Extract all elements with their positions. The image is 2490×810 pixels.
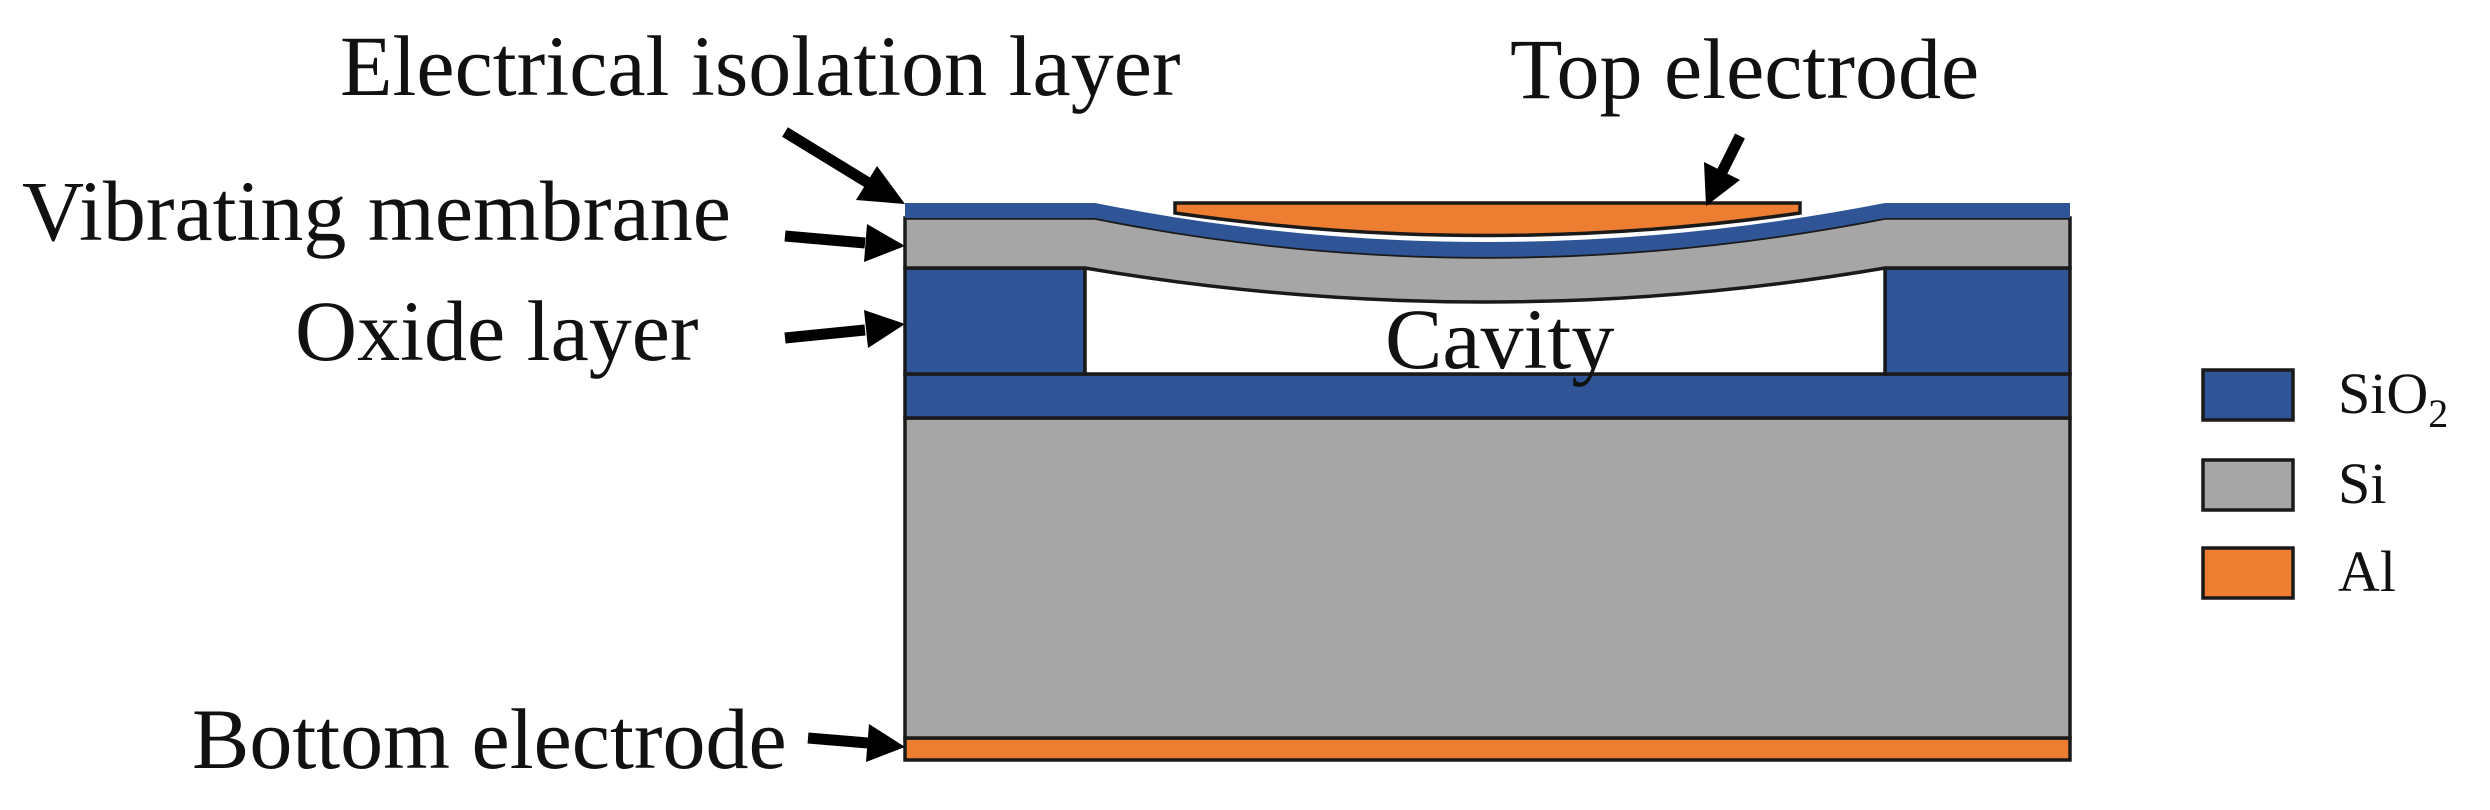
legend-label-si: Si <box>2338 451 2386 516</box>
legend-item-si: Si <box>2201 451 2386 516</box>
oxide-post-right <box>1883 266 2072 376</box>
oxide-post-left <box>903 266 1087 376</box>
top-electrode-layer <box>1173 201 1802 238</box>
legend-item-sio2: SiO2 <box>2201 361 2448 436</box>
bottom-oxide-layer <box>903 372 2072 420</box>
bottom-electrode-label: Bottom electrode <box>192 691 787 787</box>
isolation-layer-label: Electrical isolation layer <box>340 18 1181 114</box>
oxide-layer-arrow-icon <box>784 310 905 348</box>
si-substrate <box>903 416 2072 740</box>
annotation-labels: Electrical isolation layer Top electrode… <box>22 18 1979 787</box>
legend-item-al: Al <box>2201 539 2396 604</box>
sio2-swatch-icon <box>2201 368 2295 422</box>
legend-label-al: Al <box>2338 539 2396 604</box>
si-swatch-icon <box>2201 458 2295 512</box>
oxide-layer-label: Oxide layer <box>295 283 699 379</box>
legend-label-sio2: SiO2 <box>2338 361 2448 436</box>
top-electrode-arrow-icon <box>1704 133 1745 206</box>
cavity-label: Cavity <box>1385 291 1614 387</box>
vibrating-membrane-arrow-icon <box>784 224 905 262</box>
al-swatch-icon <box>2201 546 2295 600</box>
pointer-arrows <box>782 127 1745 762</box>
device-cross-section <box>903 201 2072 762</box>
top-electrode-label: Top electrode <box>1510 21 1979 117</box>
bottom-electrode-layer <box>903 736 2072 762</box>
legend: SiO2 Si Al <box>2201 361 2448 604</box>
bottom-electrode-arrow-icon <box>807 724 905 762</box>
isolation-layer-arrow-icon <box>782 127 905 204</box>
vibrating-membrane-label: Vibrating membrane <box>22 163 731 259</box>
isolation-layer <box>905 203 2070 257</box>
